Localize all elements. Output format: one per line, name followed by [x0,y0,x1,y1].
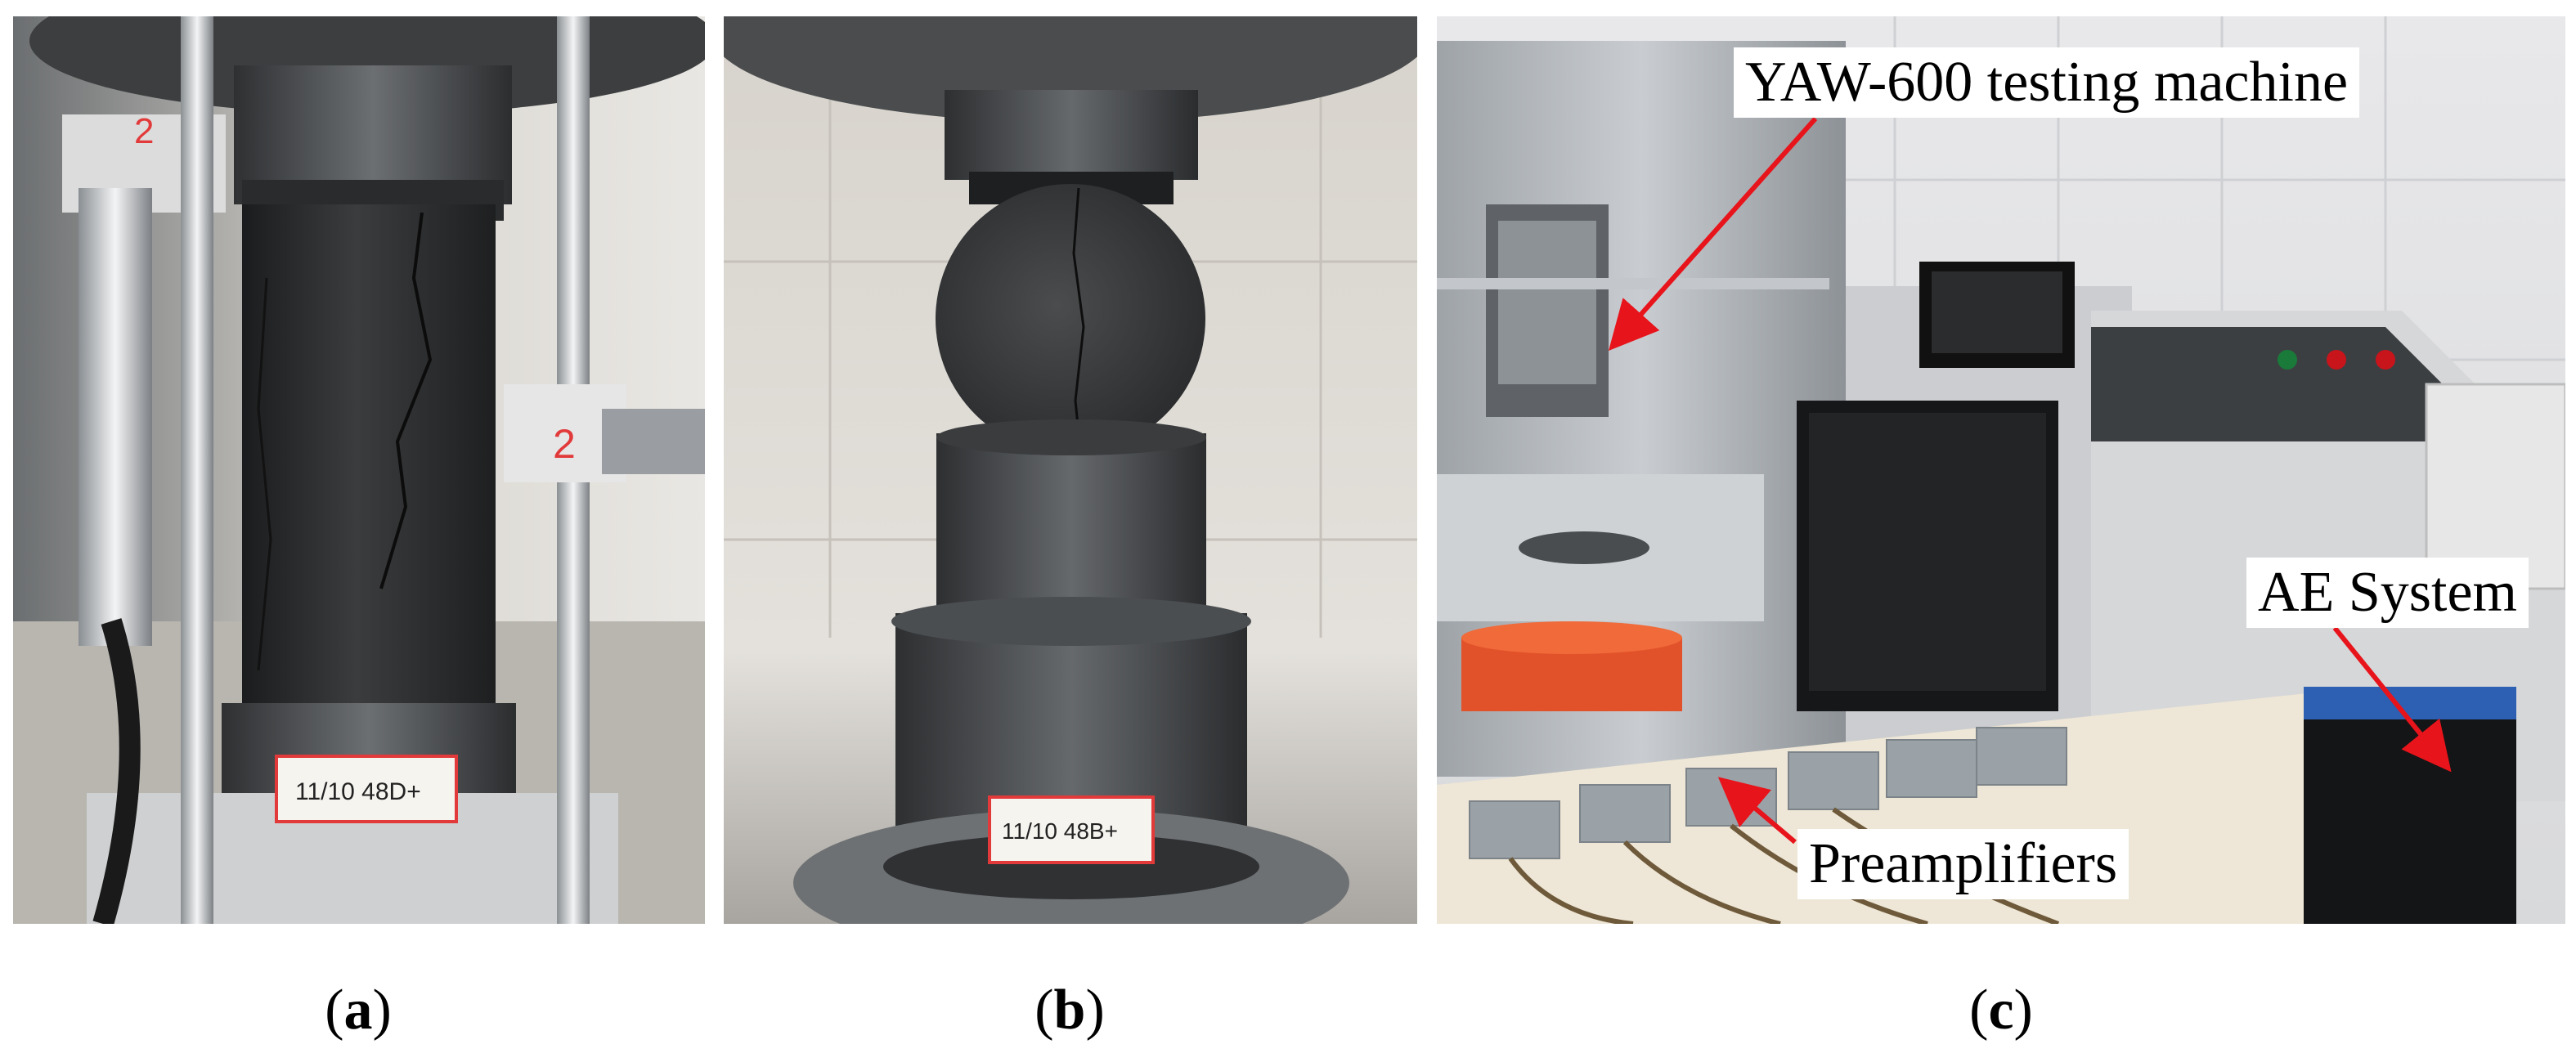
photo-panel-c [1437,16,2565,924]
caption-letter-c: c [1988,979,2014,1042]
disc-specimen-photo: 11/10 48B+ [724,16,1417,924]
caption-letter-b: b [1053,979,1086,1042]
label-ae-system: AE System [2246,558,2529,628]
specimen-tag-b: 11/10 48B+ [1002,818,1118,844]
caption-b: (b) [1034,979,1105,1042]
caption-c: (c) [1969,979,2033,1042]
caption-a: (a) [325,979,392,1042]
photo-panel-a: 2 2 11/10 48D+ [13,16,705,924]
test-setup-photo [1437,16,2565,924]
sensor-number-side: 2 [553,421,576,467]
sensor-number-top: 2 [134,111,154,151]
label-testing-machine: YAW-600 testing machine [1734,47,2360,118]
uniaxial-specimen-photo: 2 2 11/10 48D+ [13,16,705,924]
photo-panel-b: 11/10 48B+ [724,16,1417,924]
label-preamplifiers: Preamplifiers [1797,829,2129,899]
caption-letter-a: a [343,979,373,1042]
specimen-tag-a: 11/10 48D+ [295,778,421,805]
